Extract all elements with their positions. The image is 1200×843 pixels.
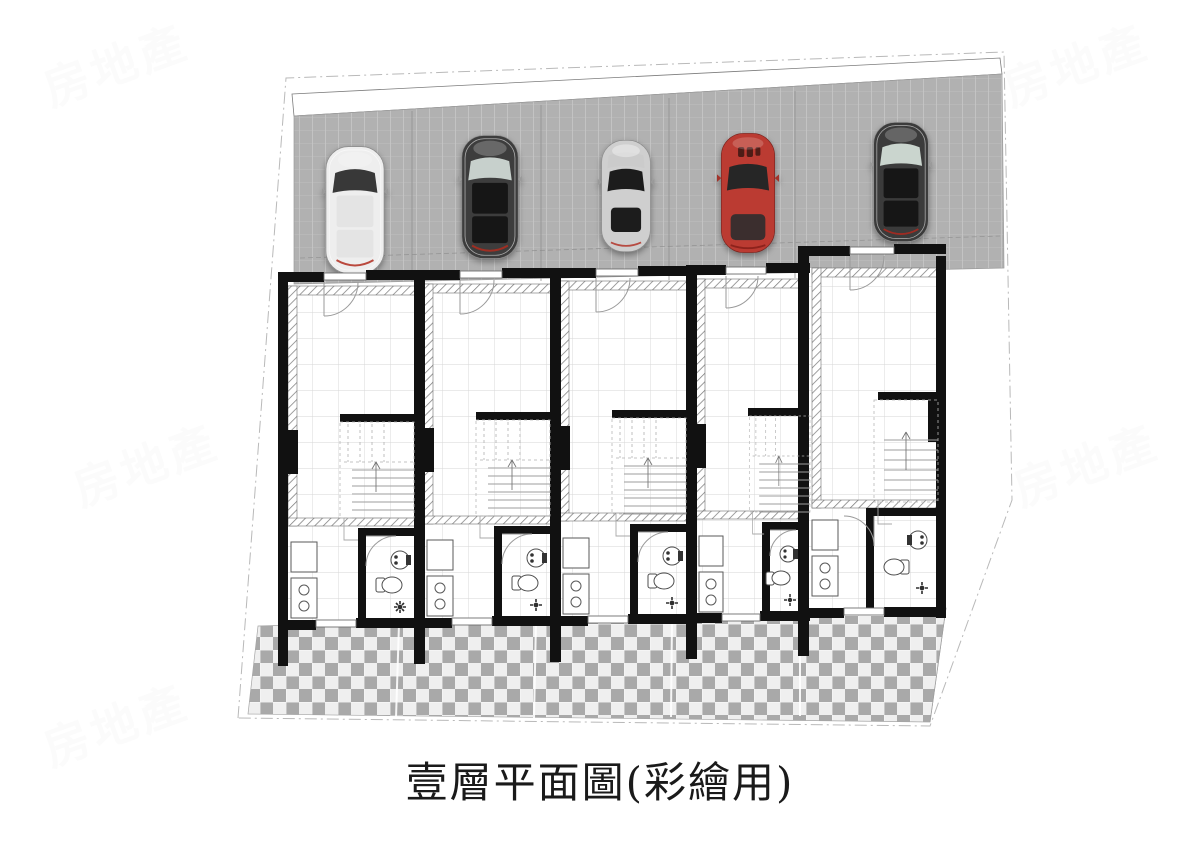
washbasin bbox=[907, 530, 928, 550]
washbasin bbox=[779, 545, 798, 563]
staircase-unit-1 bbox=[339, 421, 415, 541]
car-3-silver-sedan[interactable] bbox=[597, 139, 655, 253]
bath-door-unit-5 bbox=[843, 515, 875, 547]
toilet bbox=[765, 570, 791, 586]
toilet bbox=[511, 574, 539, 592]
site-boundary bbox=[237, 51, 1013, 727]
entry-door-unit-3 bbox=[595, 277, 631, 313]
staircases bbox=[339, 399, 939, 541]
bath-door-unit-1 bbox=[365, 535, 397, 567]
structural-walls bbox=[278, 244, 946, 666]
kitchen-unit-1 bbox=[290, 541, 318, 619]
stall-dividers bbox=[411, 91, 796, 282]
toilet bbox=[883, 558, 910, 576]
entry-door-unit-4 bbox=[725, 275, 759, 309]
kitchen-fixtures bbox=[290, 519, 839, 619]
entry-door-unit-1 bbox=[323, 281, 359, 317]
car-1-white-suv[interactable] bbox=[321, 145, 388, 275]
staircase-unit-5 bbox=[873, 399, 939, 525]
threshold-markers bbox=[300, 249, 840, 281]
entry-door-unit-5 bbox=[849, 255, 885, 291]
bath-unit-2 bbox=[511, 548, 547, 611]
washbasin bbox=[526, 548, 547, 568]
title-block: 壹層平面圖(彩繪用) bbox=[0, 748, 1200, 818]
floor-drain bbox=[394, 601, 406, 613]
bath-unit-1 bbox=[375, 550, 411, 613]
car-4-red-coupe[interactable] bbox=[717, 132, 779, 254]
floor-drain bbox=[784, 594, 796, 606]
washbasin bbox=[662, 546, 683, 566]
floor-drain bbox=[666, 597, 678, 609]
bath-door-unit-3 bbox=[637, 531, 669, 563]
kitchen-unit-3 bbox=[562, 537, 590, 615]
front-openings bbox=[323, 246, 895, 281]
page-title: 壹層平面圖(彩繪用) bbox=[405, 758, 795, 807]
floor-drain bbox=[530, 599, 542, 611]
toilet bbox=[647, 572, 675, 590]
car-2-dark-suv[interactable] bbox=[457, 134, 522, 260]
bath-unit-5 bbox=[883, 530, 928, 594]
staircase-unit-3 bbox=[611, 417, 687, 537]
kitchen-unit-4 bbox=[698, 535, 724, 613]
bath-door-unit-2 bbox=[501, 533, 533, 565]
doors bbox=[323, 255, 885, 567]
bath-unit-4 bbox=[765, 545, 798, 606]
kitchen-unit-5 bbox=[811, 519, 839, 597]
kitchen-unit-2 bbox=[426, 539, 454, 617]
washbasin bbox=[390, 550, 411, 570]
bathroom-fixtures bbox=[375, 530, 928, 613]
toilet bbox=[375, 576, 403, 594]
floor-drain bbox=[916, 582, 928, 594]
building-footprint bbox=[278, 244, 946, 666]
unit-floors bbox=[288, 268, 944, 624]
staircase-unit-2 bbox=[475, 419, 551, 539]
car-5-charcoal-suv[interactable] bbox=[869, 121, 932, 243]
entry-door-unit-2 bbox=[459, 279, 495, 315]
staircase-unit-4 bbox=[748, 415, 811, 535]
bath-door-unit-4 bbox=[769, 529, 797, 557]
bath-unit-3 bbox=[647, 546, 683, 609]
rear-openings bbox=[315, 607, 885, 628]
